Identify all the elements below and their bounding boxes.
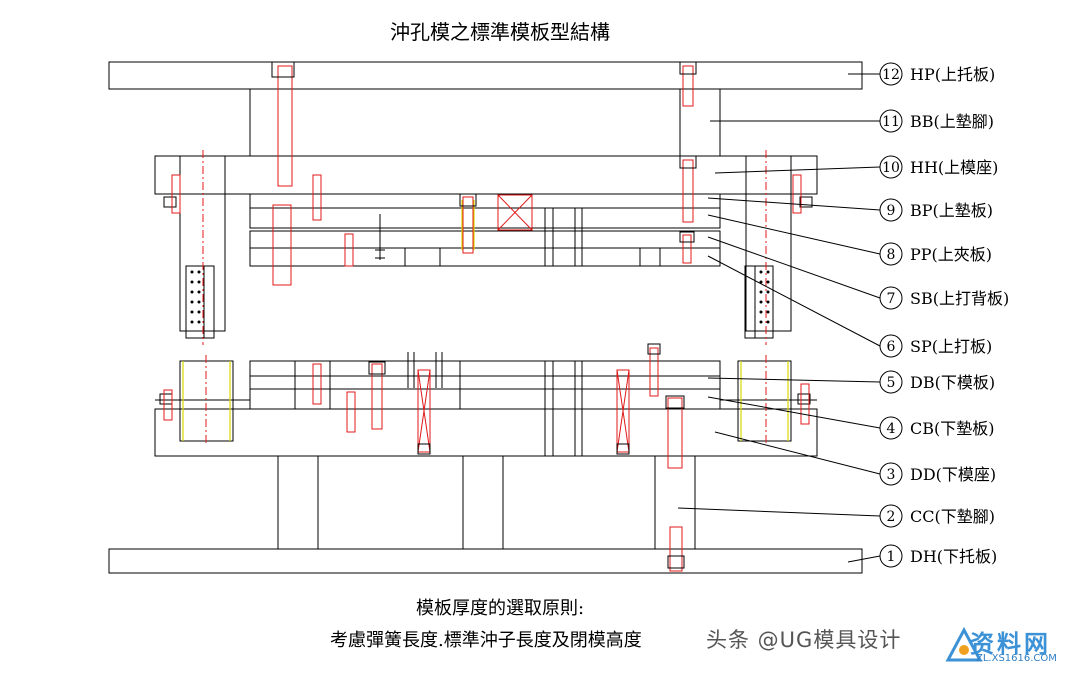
plate-label: HH(上模座) <box>910 158 998 177</box>
plate-num: 6 <box>887 339 896 355</box>
watermark: 头条 @UG模具设计 <box>706 628 902 652</box>
plate-num: 9 <box>887 203 896 219</box>
plate-label: PP(上夾板) <box>910 245 992 264</box>
logo-url: ZL.XS1616.COM <box>976 653 1057 664</box>
plate-num: 7 <box>887 291 896 307</box>
caption-detail: 考慮彈簧長度.標準沖子長度及閉模高度 <box>330 630 642 651</box>
plate-sp <box>249 247 721 267</box>
plate-num: 5 <box>887 375 896 391</box>
caption-principle: 模板厚度的選取原則: <box>415 598 585 619</box>
plate-num: 1 <box>887 549 896 565</box>
logo-text: 资料网 <box>970 630 1051 658</box>
plate-label: DB(下模板) <box>910 373 995 392</box>
plate-hp <box>108 61 863 90</box>
plate-num: 11 <box>882 114 900 130</box>
plate-sb <box>249 230 721 249</box>
plate-dh <box>108 548 863 574</box>
plate-label: DD(下模座) <box>910 465 996 484</box>
plate-label: BP(上墊板) <box>910 201 993 220</box>
plate-num: 12 <box>882 67 900 83</box>
plate-label: SB(上打背板) <box>910 289 1009 308</box>
plate-hh <box>154 155 818 195</box>
diagram-title: 沖孔模之標準模板型結構 <box>390 20 610 44</box>
plate-label: SP(上打板) <box>910 337 992 356</box>
plate-label: DH(下托板) <box>910 547 997 566</box>
plate-label: BB(上墊腳) <box>910 112 994 131</box>
plate-num: 10 <box>882 160 900 176</box>
site-logo: 资料网 ZL.XS1616.COM <box>944 626 1076 670</box>
plate-num: 4 <box>887 421 896 437</box>
plate-num: 8 <box>887 247 896 263</box>
plate-label: CB(下墊板) <box>910 419 995 438</box>
plate-num: 2 <box>887 509 896 525</box>
logo-icon <box>945 626 983 662</box>
plate-num: 3 <box>887 467 896 483</box>
plate-label: CC(下墊腳) <box>910 507 995 526</box>
plate-label: HP(上托板) <box>910 65 995 84</box>
